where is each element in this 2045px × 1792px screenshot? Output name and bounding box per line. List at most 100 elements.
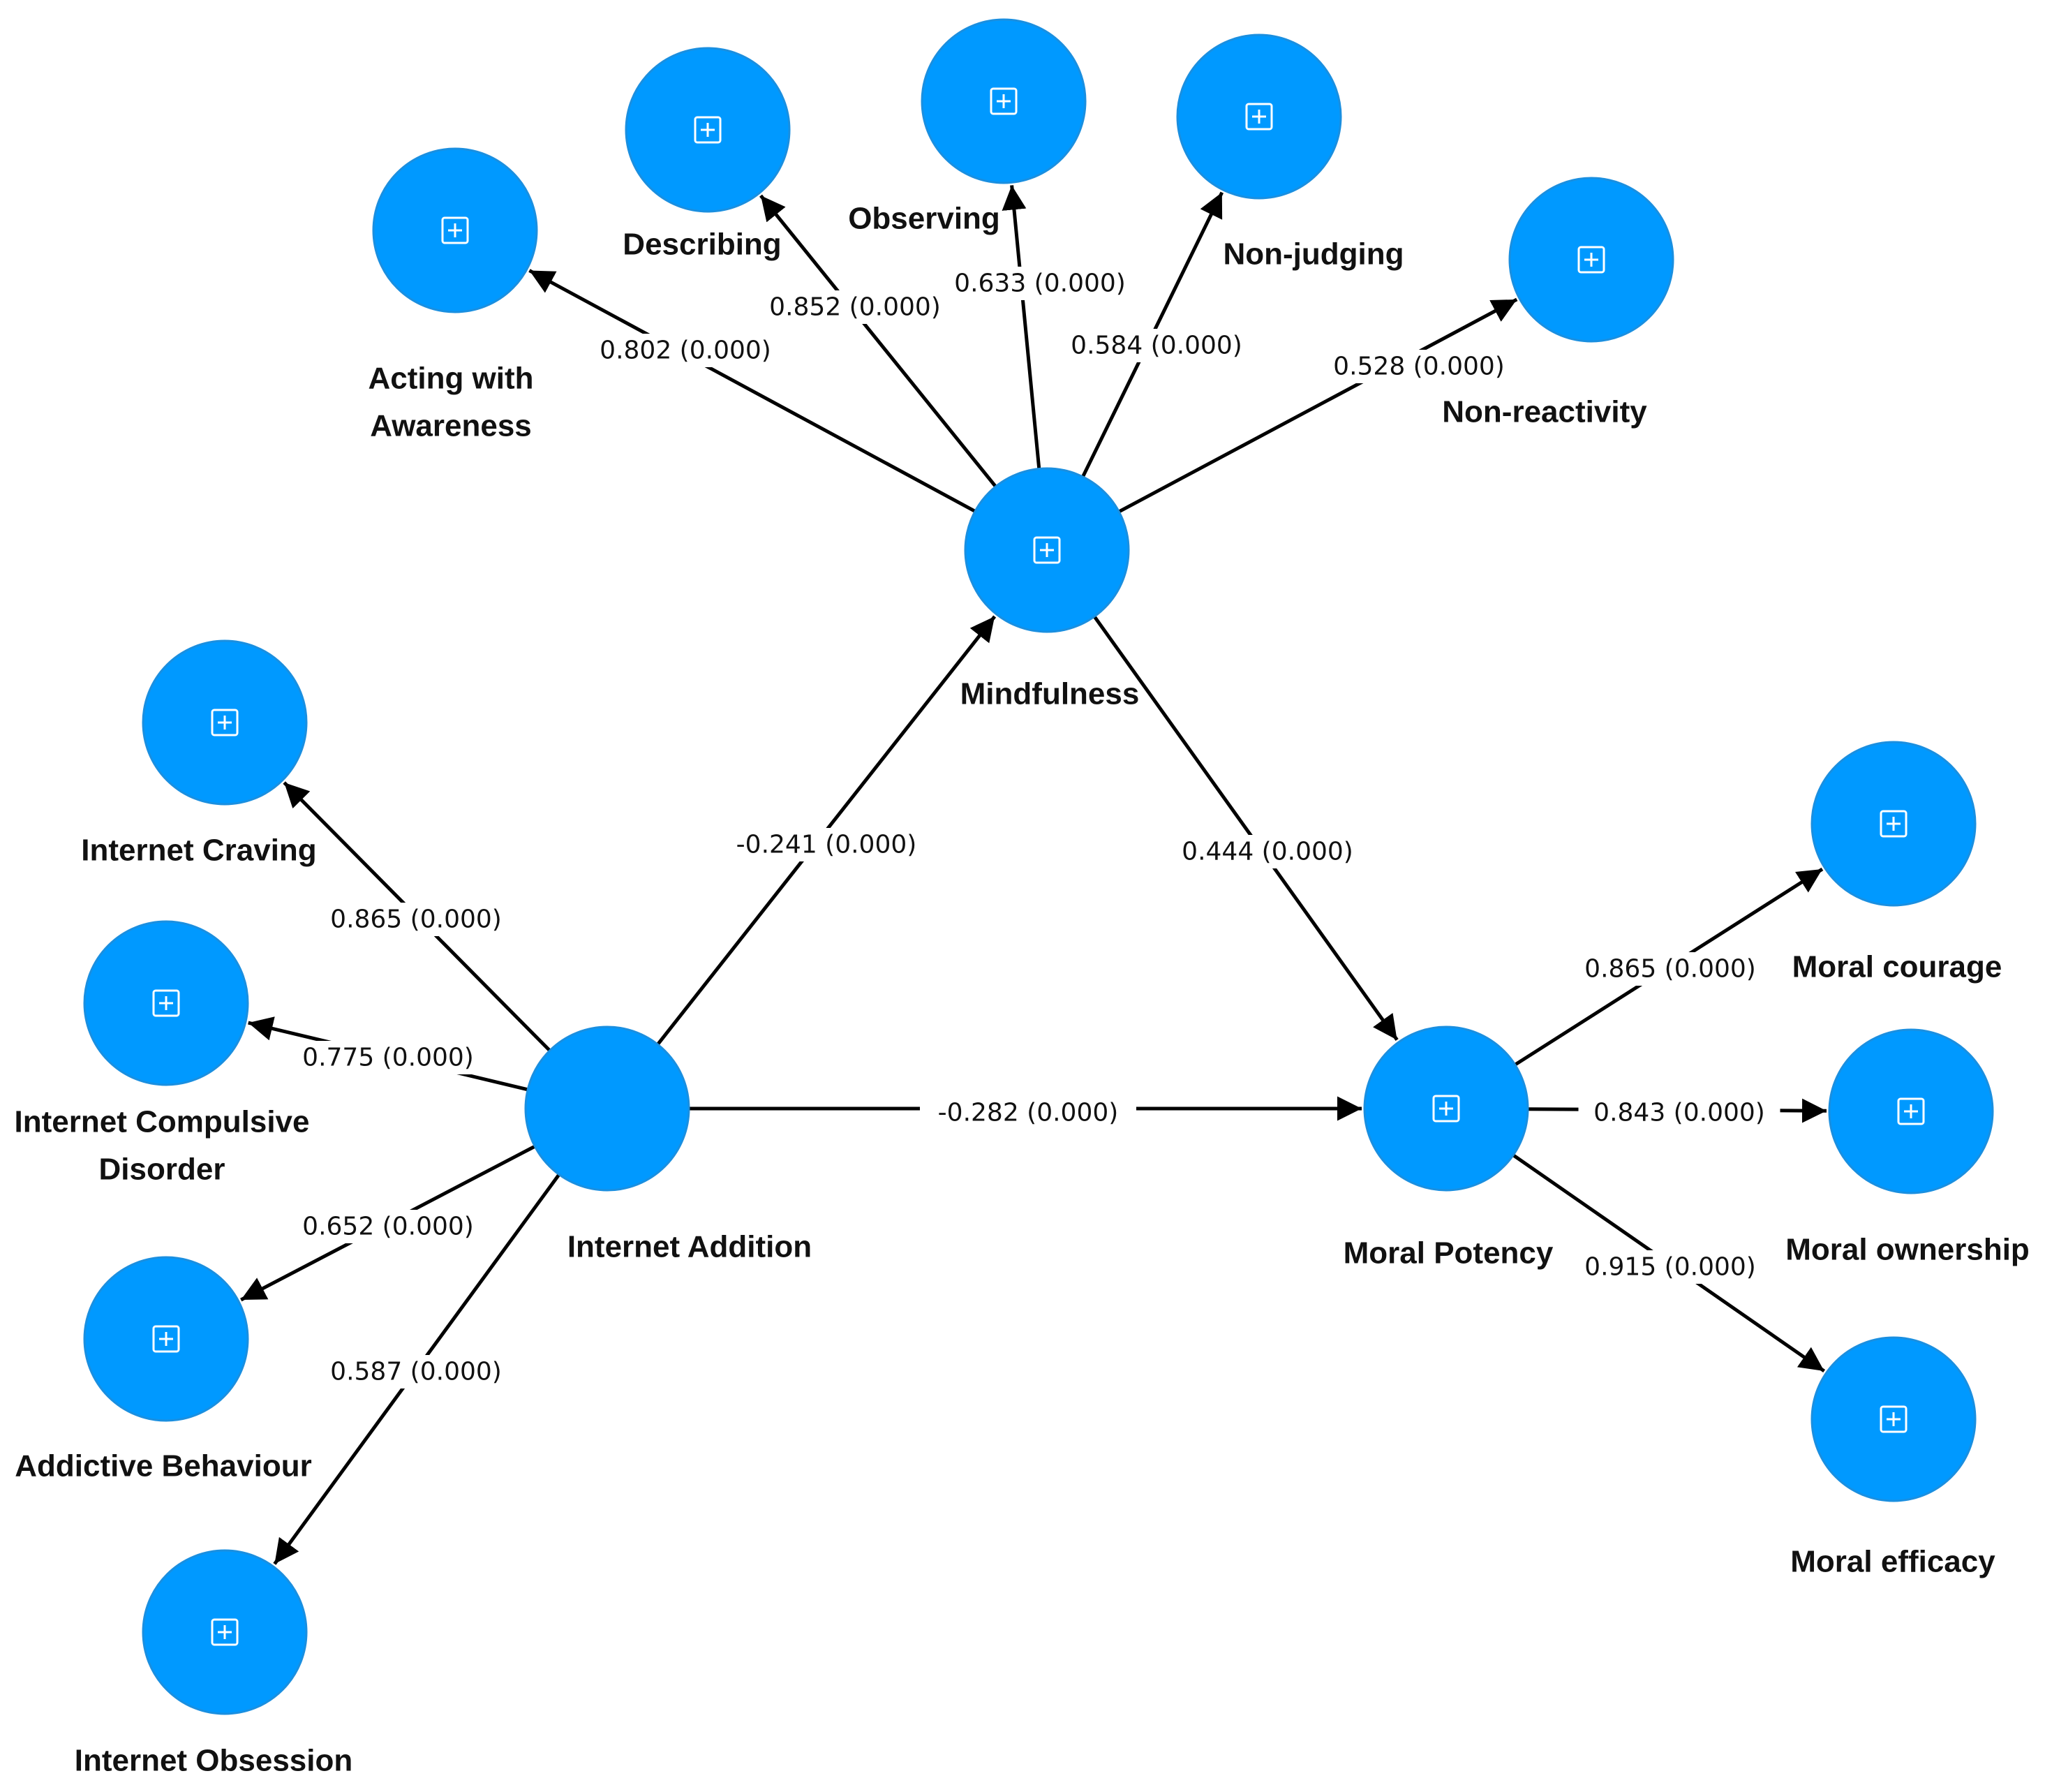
edge-weight-text: -0.241 (0.000): [736, 831, 917, 859]
edge-weight-text: 0.915 (0.000): [1584, 1253, 1756, 1282]
edge-label-background: [754, 290, 956, 324]
plus-square-icon[interactable]: [1897, 1097, 1925, 1125]
edge-weight-text: 0.652 (0.000): [302, 1213, 474, 1241]
edge-label-mindfulness-to-observing: 0.633 (0.000): [939, 267, 1141, 300]
edge-weight-text: 0.865 (0.000): [330, 905, 502, 934]
node-label: Disorder: [99, 1153, 225, 1187]
edge-label-background: [1055, 329, 1258, 362]
node-label: Internet Craving: [81, 834, 316, 868]
node-label: Awareness: [370, 409, 532, 443]
node-label: Non-reactivity: [1442, 395, 1647, 429]
plus-square-icon[interactable]: [1577, 246, 1605, 274]
node-label: Internet Compulsive: [15, 1105, 310, 1139]
edge-label-background: [1569, 1250, 1771, 1284]
node-craving[interactable]: Internet Craving: [81, 639, 317, 868]
node-label: Internet Obsession: [75, 1744, 353, 1778]
node-efficacy[interactable]: Moral efficacy: [1790, 1336, 1995, 1579]
edge-weight-text: 0.843 (0.000): [1593, 1099, 1765, 1127]
node-label: Acting with: [368, 362, 533, 396]
node-courage[interactable]: Moral courage: [1792, 741, 2002, 984]
edge-weight-text: 0.775 (0.000): [302, 1044, 474, 1072]
plus-square-icon[interactable]: [1880, 810, 1908, 838]
edge-label-mindfulness-to-nonreact: 0.528 (0.000): [1318, 350, 1520, 383]
node-nonjudging[interactable]: Non-judging: [1176, 34, 1404, 272]
edge-label-addition-to-potency: -0.282 (0.000): [920, 1096, 1136, 1130]
edge-label-mindfulness-to-acting: 0.802 (0.000): [584, 334, 787, 367]
node-addition[interactable]: Internet Addition: [524, 1025, 812, 1264]
edge-label-background: [315, 903, 517, 936]
node-label: Moral courage: [1792, 950, 2002, 984]
node-label: Observing: [848, 202, 1000, 236]
edge-label-background: [718, 828, 935, 861]
edge-weight-text: -0.282 (0.000): [938, 1099, 1119, 1127]
node-label: Moral efficacy: [1790, 1545, 1995, 1579]
plus-square-icon[interactable]: [211, 1618, 239, 1646]
edge-label-mindfulness-to-potency: 0.444 (0.000): [1166, 835, 1369, 868]
node-addictive[interactable]: Addictive Behaviour: [15, 1256, 312, 1483]
node-label: Moral ownership: [1785, 1233, 2030, 1267]
edge-label-potency-to-ownership: 0.843 (0.000): [1578, 1096, 1780, 1130]
edge-weight-text: 0.444 (0.000): [1182, 838, 1353, 866]
plus-square-icon[interactable]: [1033, 536, 1061, 564]
edge-label-background: [315, 1355, 517, 1389]
plus-square-icon[interactable]: [694, 116, 722, 144]
edge-label-addition-to-obsession: 0.587 (0.000): [315, 1355, 517, 1389]
edge-weight-text: 0.528 (0.000): [1333, 353, 1505, 381]
edge-mindfulness-to-nonreact: [1118, 297, 1518, 514]
edge-mindfulness-to-describing: [759, 194, 997, 488]
edge-labels-layer: 0.802 (0.000) 0.852 (0.000) 0.633 (0.000) 0…: [287, 267, 1780, 1389]
edge-mindfulness-to-acting: [528, 269, 976, 513]
node-mindfulness[interactable]: Mindfulness: [960, 467, 1140, 711]
edge-label-background: [287, 1210, 489, 1243]
plus-square-icon[interactable]: [1245, 103, 1273, 131]
edge-weight-text: 0.587 (0.000): [330, 1358, 502, 1386]
node-describing[interactable]: Describing: [623, 47, 791, 262]
edge-label-background: [939, 267, 1141, 300]
edge-label-background: [1318, 350, 1520, 383]
node-label: Moral Potency: [1344, 1236, 1554, 1271]
node-label: Non-judging: [1223, 237, 1404, 272]
node-circle[interactable]: [524, 1025, 690, 1192]
edge-weight-text: 0.584 (0.000): [1071, 332, 1242, 360]
plus-square-icon[interactable]: [152, 989, 180, 1017]
edge-label-addition-to-mindfulness: -0.241 (0.000): [718, 828, 935, 861]
edge-label-background: [1569, 952, 1771, 986]
edge-weight-text: 0.865 (0.000): [1584, 955, 1756, 984]
edge-label-mindfulness-to-nonjudging: 0.584 (0.000): [1055, 329, 1258, 362]
edge-mindfulness-to-observing: [1002, 185, 1041, 469]
edge-label-addition-to-compulsive: 0.775 (0.000): [287, 1041, 489, 1074]
edge-label-addition-to-addictive: 0.652 (0.000): [287, 1210, 489, 1243]
node-label: Internet Addition: [567, 1230, 812, 1264]
edge-label-addition-to-craving: 0.865 (0.000): [315, 903, 517, 936]
edge-label-mindfulness-to-describing: 0.852 (0.000): [754, 290, 956, 324]
edge-label-background: [584, 334, 787, 367]
edge-label-background: [1578, 1096, 1780, 1130]
node-label: Describing: [623, 228, 781, 262]
plus-square-icon[interactable]: [441, 216, 469, 244]
node-label: Mindfulness: [960, 677, 1140, 711]
plus-square-icon[interactable]: [1880, 1405, 1908, 1433]
edge-label-background: [1166, 835, 1369, 868]
node-obsession[interactable]: Internet Obsession: [75, 1549, 353, 1778]
edge-mindfulness-to-potency: [1093, 615, 1399, 1042]
edge-label-background: [920, 1096, 1136, 1130]
node-observing[interactable]: Observing: [848, 18, 1087, 236]
plus-square-icon[interactable]: [990, 87, 1018, 115]
edge-weight-text: 0.852 (0.000): [769, 293, 941, 322]
node-ownership[interactable]: Moral ownership: [1785, 1028, 2030, 1267]
plus-square-icon[interactable]: [1432, 1095, 1460, 1123]
edge-label-background: [287, 1041, 489, 1074]
edge-weight-text: 0.802 (0.000): [600, 336, 771, 365]
edge-label-potency-to-courage: 0.865 (0.000): [1569, 952, 1771, 986]
plus-square-icon[interactable]: [152, 1325, 180, 1353]
node-nonreact[interactable]: Non-reactivity: [1442, 177, 1674, 429]
node-label: Addictive Behaviour: [15, 1449, 311, 1483]
plus-square-icon[interactable]: [211, 709, 239, 736]
node-potency[interactable]: Moral Potency: [1344, 1025, 1554, 1271]
edge-weight-text: 0.633 (0.000): [954, 269, 1126, 298]
edge-label-potency-to-efficacy: 0.915 (0.000): [1569, 1250, 1771, 1284]
